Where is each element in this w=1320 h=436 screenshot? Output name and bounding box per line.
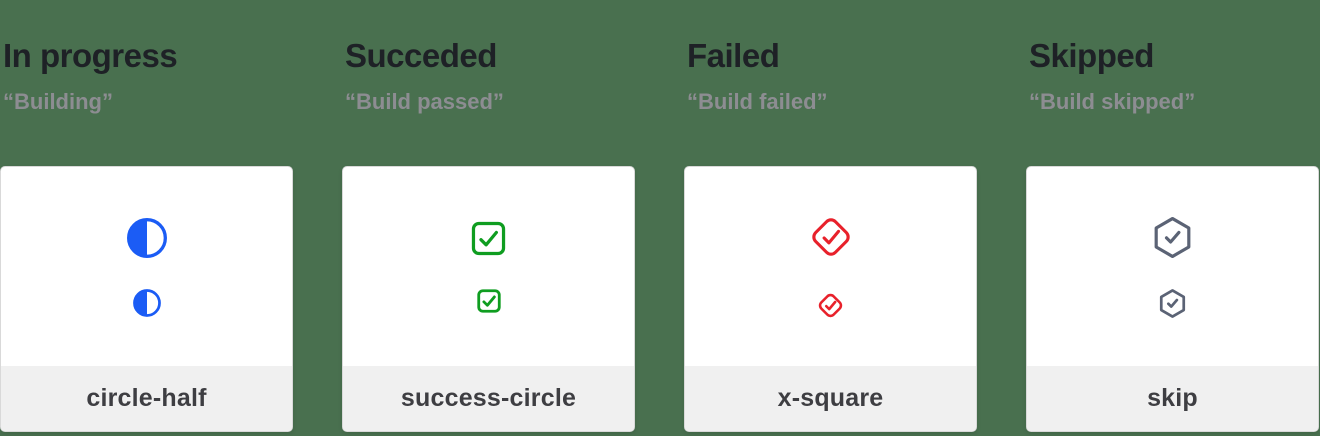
- icon-card-success-circle: success-circle: [342, 166, 635, 432]
- icon-card-x-square: x-square: [684, 166, 977, 432]
- icon-card-skip: skip: [1026, 166, 1319, 432]
- card-footer: x-square: [685, 366, 976, 431]
- card-footer: circle-half: [1, 366, 292, 431]
- check-diamond-icon: [818, 293, 843, 318]
- column-failed: Failed “Build failed” x-square: [684, 37, 977, 432]
- circle-half-icon: [126, 217, 167, 258]
- column-title: Skipped: [1029, 37, 1154, 74]
- column-skipped: Skipped “Build skipped” skip: [1026, 37, 1319, 432]
- circle-half-icon: [132, 288, 161, 317]
- column-in-progress: In progress “Building” circle-half: [0, 37, 293, 432]
- icon-card-circle-half: circle-half: [0, 166, 293, 432]
- column-subtitle: “Build passed”: [345, 89, 504, 114]
- column-title: Failed: [687, 37, 780, 74]
- column-subtitle: “Building”: [3, 89, 113, 114]
- column-succeded: Succeded “Build passed” success-circle: [342, 37, 635, 432]
- column-title: Succeded: [345, 37, 497, 74]
- check-hexagon-icon: [1159, 288, 1186, 318]
- card-footer: success-circle: [343, 366, 634, 431]
- icon-name-label: skip: [1147, 384, 1198, 412]
- icon-name-label: x-square: [777, 384, 884, 412]
- icon-name-label: success-circle: [400, 384, 577, 412]
- column-subtitle: “Build skipped”: [1029, 89, 1196, 114]
- check-hexagon-icon: [1154, 216, 1191, 258]
- icon-name-label: circle-half: [86, 384, 207, 412]
- check-square-icon: [471, 221, 506, 256]
- check-square-icon: [476, 289, 501, 313]
- column-subtitle: “Build failed”: [687, 89, 828, 114]
- check-diamond-icon: [811, 218, 850, 256]
- column-title: In progress: [3, 37, 178, 74]
- card-footer: skip: [1027, 366, 1318, 431]
